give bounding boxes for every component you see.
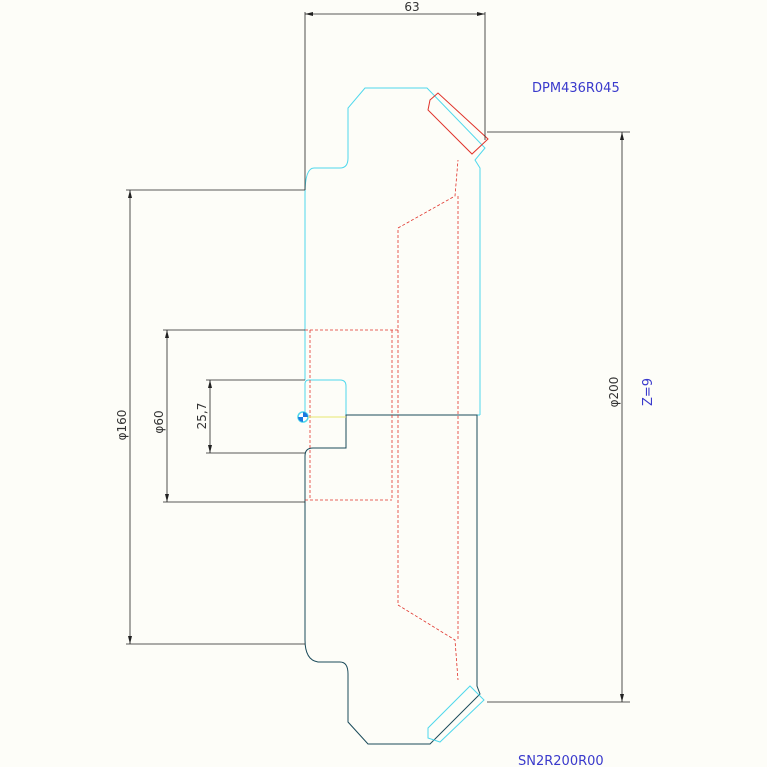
part-code-top: DPM436R045 [532,81,620,96]
dimension-arrows [128,12,624,702]
teeth-count-note: Z=9 [641,378,656,406]
part-code-bottom: SN2R200R00 [518,754,604,767]
lower-tooth-chamfer [427,685,485,743]
lower-profile-outline [304,414,481,745]
dim-width-label: 63 [404,0,419,14]
dim-hub-diameter-label: φ160 [115,410,129,441]
dim-bore-diameter-label: φ60 [152,410,166,433]
upper-tooth-chamfer [427,92,489,155]
dim-outer-diameter-label: φ200 [607,377,621,408]
hidden-lines [305,159,459,681]
dim-bore-radius-label: 25,7 [195,403,209,430]
dimension-lines [126,12,630,703]
center-marker-icon [297,411,346,423]
